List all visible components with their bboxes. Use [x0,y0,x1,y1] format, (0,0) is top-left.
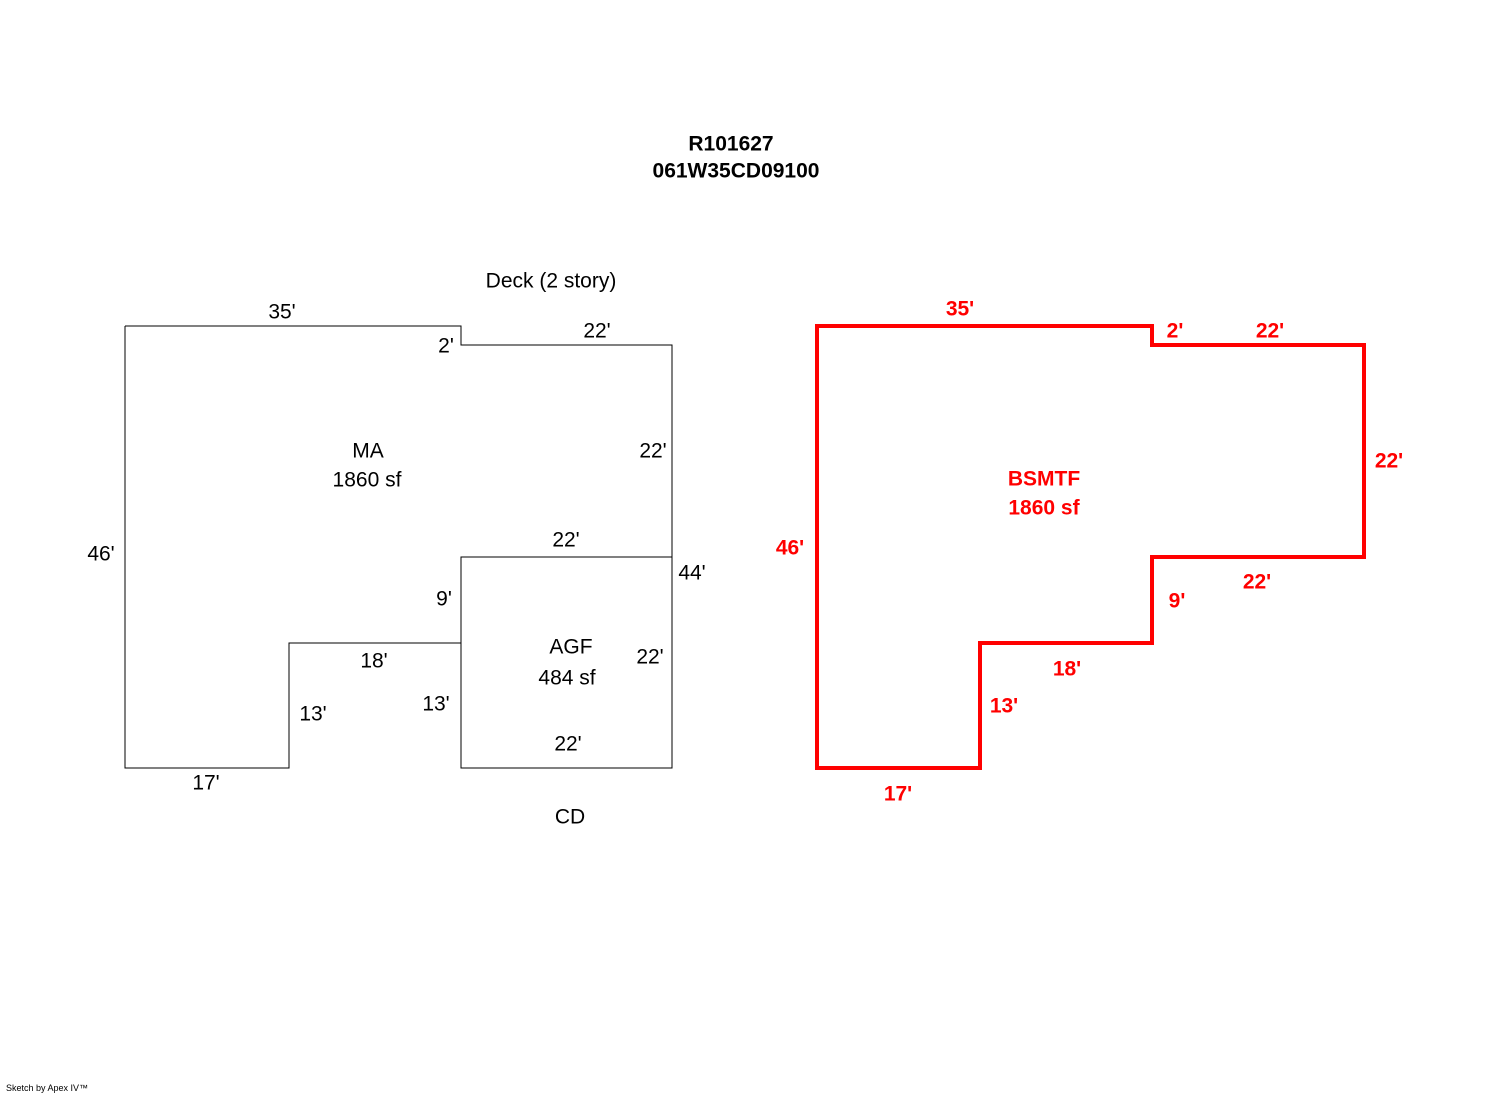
agf-area: 484 sf [538,666,596,690]
dim-left-step-2: 2' [438,334,454,358]
bsmtf-name: BSMTF [1007,467,1081,491]
dim-ma-18: 18' [360,649,388,673]
dim-agf-bottom-22: 22' [554,732,582,756]
dim-left-13: 13' [299,702,327,726]
dim-left-right-22: 22' [639,439,667,463]
dim-left-46: 46' [87,542,115,566]
ma-outline [124,325,673,769]
dim-left-step-9: 9' [436,587,452,611]
agf-outline [460,556,673,769]
dim-right-step-13: 13' [989,694,1019,718]
bsmtf-area: 1860 sf [1008,496,1080,520]
dim-left-top-22: 22' [583,319,611,343]
dim-agf-right-22: 22' [636,645,664,669]
dim-agf-left-13: 13' [422,692,450,716]
cd-label: CD [554,805,586,829]
dim-right-44: 44' [678,561,706,585]
dim-agf-top-22: 22' [552,528,580,552]
record-id: R101627 [688,132,774,156]
dim-right-side-22: 22' [1374,449,1404,473]
dim-right-bottom-17: 17' [883,782,913,806]
dim-right-mid-22: 22' [1242,570,1272,594]
parcel-id: 061W35CD09100 [652,159,820,183]
ma-area: 1860 sf [332,468,402,492]
dim-left-bottom-17: 17' [192,771,220,795]
dim-left-top-35: 35' [268,300,296,324]
deck-label: Deck (2 story) [485,269,617,293]
dim-right-top-35: 35' [945,297,975,321]
dim-right-top-22: 22' [1255,319,1285,343]
dim-right-step-2: 2' [1166,319,1184,343]
dim-right-step-9: 9' [1168,589,1186,613]
agf-name: AGF [549,635,593,659]
dim-right-mid-18: 18' [1052,657,1082,681]
ma-name: MA [352,439,384,463]
apex-credit: Sketch by Apex IV™ [6,1083,89,1093]
dim-right-left-46: 46' [775,536,805,560]
bsmtf-outline [815,324,1366,770]
